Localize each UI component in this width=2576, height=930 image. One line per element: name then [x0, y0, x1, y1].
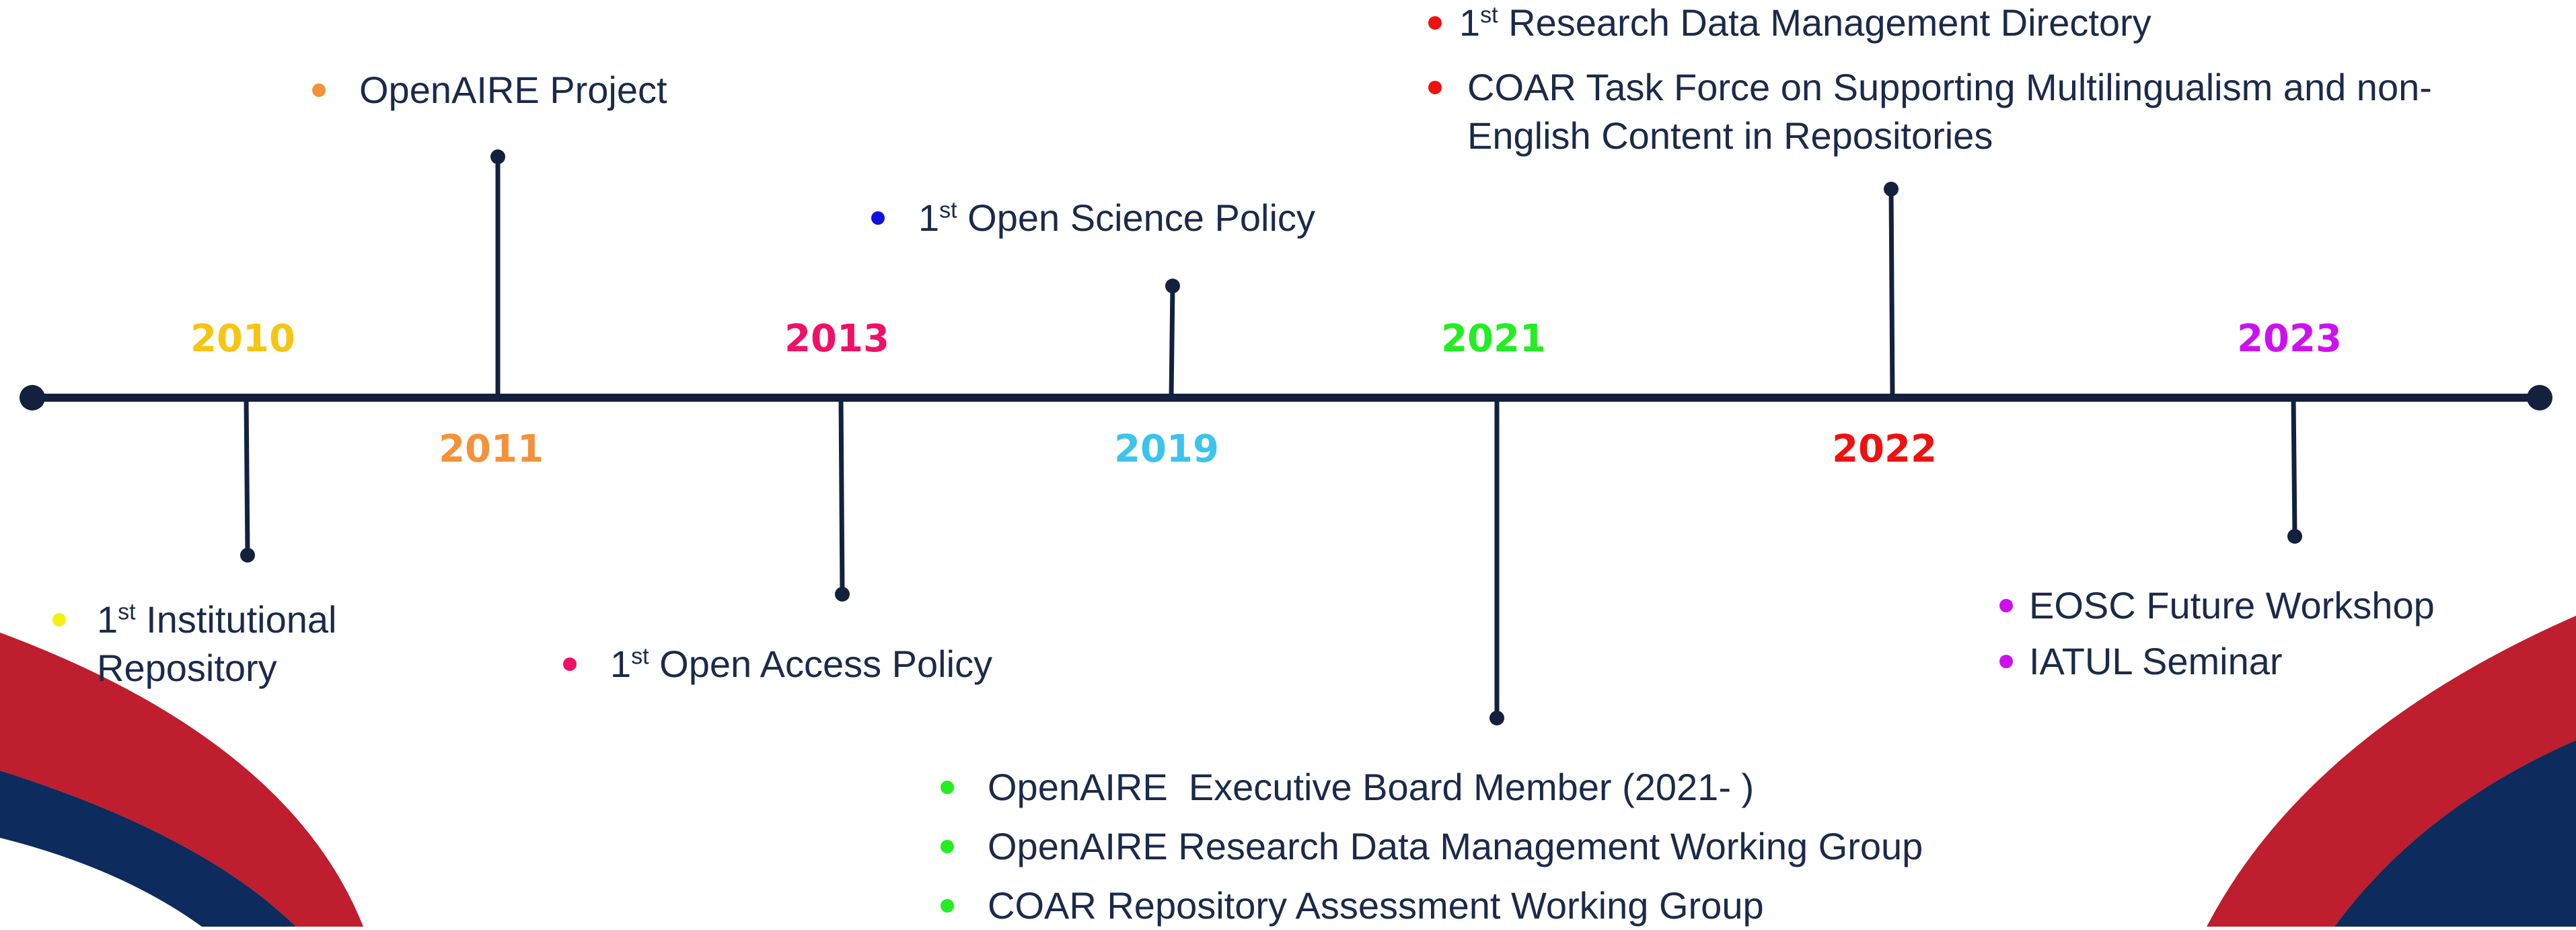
stem-2023 [2287, 397, 2302, 544]
bullet-dot [871, 211, 885, 225]
stem-2021 [1489, 398, 1504, 725]
bullet-dot [563, 657, 577, 671]
event-2019-open-science-policy: 1st Open Science Policy [871, 194, 1315, 242]
year-label-2021: 2021 [1441, 317, 1546, 361]
ribbon-left-navy [0, 771, 296, 927]
event-2021-coar-repository-assessment: COAR Repository Assessment Working Group [941, 882, 1764, 930]
event-text: 1st Open Access Policy [610, 643, 993, 685]
event-text: COAR Repository Assessment Working Group [988, 884, 1764, 927]
stem-2022 [1884, 182, 1899, 398]
event-2011-openaire-project: OpenAIRE Project [312, 66, 667, 114]
ribbon-right-red [2207, 616, 2576, 927]
event-2022-rdm-directory: 1st Research Data Management Directory [1428, 0, 2151, 47]
year-label-2023: 2023 [2237, 317, 2342, 361]
event-2022-coar-multilingualism-task-force: COAR Task Force on Supporting Multilingu… [1428, 63, 2432, 160]
event-2021-openaire-executive-board: OpenAIRE Executive Board Member (2021- ) [941, 763, 1754, 812]
bullet-dot [1999, 655, 2013, 668]
year-label-2022: 2022 [1832, 427, 1937, 471]
event-text: OpenAIRE Research Data Management Workin… [988, 825, 1923, 867]
bullet-dot [941, 840, 954, 853]
bullet-dot [1999, 599, 2013, 612]
stem-2013 [835, 397, 850, 602]
event-2023-eosc-future-workshop: EOSC Future Workshop [1999, 581, 2435, 630]
event-text: 1st Research Data Management Directory [1459, 1, 2151, 44]
event-text: OpenAIRE Project [359, 69, 667, 111]
bullet-dot [1428, 16, 1442, 30]
bullet-dot [312, 83, 326, 97]
axis-end-dot [2527, 385, 2552, 410]
event-text: OpenAIRE Executive Board Member (2021- ) [988, 766, 1755, 808]
ribbon-left-red [0, 633, 363, 927]
ribbon-right-navy [2334, 740, 2576, 927]
event-text: COAR Task Force on Supporting Multilingu… [1467, 66, 2432, 157]
bullet-dot [941, 899, 954, 913]
event-2021-openaire-rdm-working-group: OpenAIRE Research Data Management Workin… [941, 822, 1923, 871]
year-label-2019: 2019 [1114, 427, 1219, 471]
event-2013-open-access-policy: 1st Open Access Policy [563, 640, 992, 688]
event-text: 1st Institutional Repository [97, 598, 337, 689]
year-label-2011: 2011 [439, 427, 544, 471]
bullet-dot [941, 781, 954, 794]
year-label-2010: 2010 [190, 317, 295, 361]
axis-start-dot [20, 385, 45, 410]
stem-2011 [490, 149, 505, 398]
event-text: EOSC Future Workshop [2029, 584, 2435, 627]
event-text: IATUL Seminar [2029, 640, 2283, 682]
event-2023-iatul-seminar: IATUL Seminar [1999, 637, 2283, 686]
year-label-2013: 2013 [784, 317, 889, 361]
event-text: 1st Open Science Policy [918, 196, 1315, 239]
stem-2019 [1165, 279, 1180, 398]
stem-2010 [240, 397, 255, 563]
bullet-dot [1428, 81, 1442, 94]
bullet-dot [52, 613, 66, 627]
event-2010-institutional-repository: 1st Institutional Repository [52, 596, 336, 692]
